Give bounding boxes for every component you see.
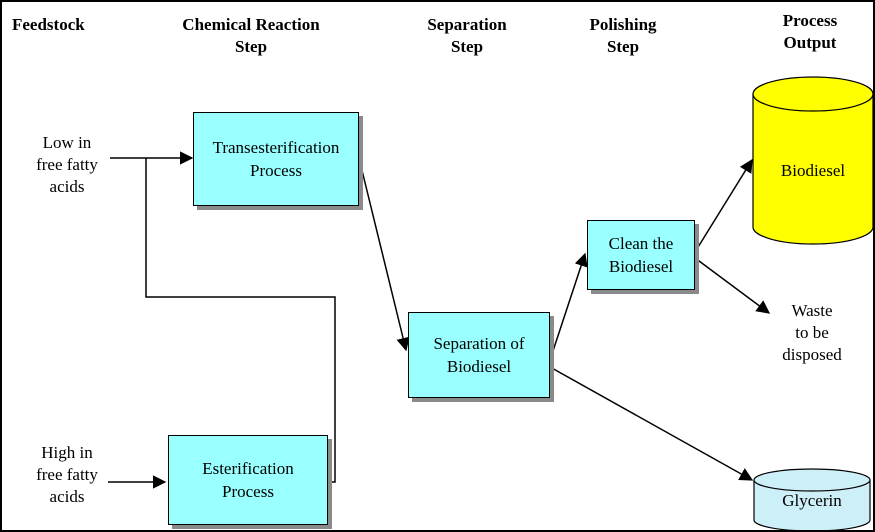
box-esterification: Esterification Process (168, 435, 328, 525)
header-chemical-reaction-step: Chemical Reaction Step (182, 15, 320, 56)
output-glycerin-label: Glycerin (782, 491, 842, 510)
output-biodiesel-label: Biodiesel (780, 161, 846, 180)
arrow-separation-to-clean (549, 252, 588, 361)
input-high-ffa: High in free fatty acids (36, 443, 98, 506)
input-low-ffa: Low in free fatty acids (36, 133, 98, 196)
arrow-transesterification-to-separation (357, 153, 410, 352)
arrow-separation-to-glycerin (549, 366, 754, 481)
arrow-clean-to-biodiesel (694, 158, 753, 253)
header-process-output: Process Output (782, 11, 838, 52)
header-feedstock: Feedstock (12, 15, 85, 34)
box-transesterification: Transesterification Process (193, 112, 359, 206)
box-clean-biodiesel: Clean the Biodiesel (587, 220, 695, 290)
box-separation: Separation of Biodiesel (408, 312, 550, 398)
biodiesel-tank (752, 76, 873, 245)
arrow-clean-to-waste (694, 257, 771, 314)
connector-esterification-loop (145, 158, 336, 483)
header-separation-step: Separation Step (427, 15, 507, 56)
output-waste-label: Waste to be disposed (782, 301, 842, 364)
header-polishing-step: Polishing Step (589, 15, 657, 56)
glycerin-tank (753, 468, 871, 530)
